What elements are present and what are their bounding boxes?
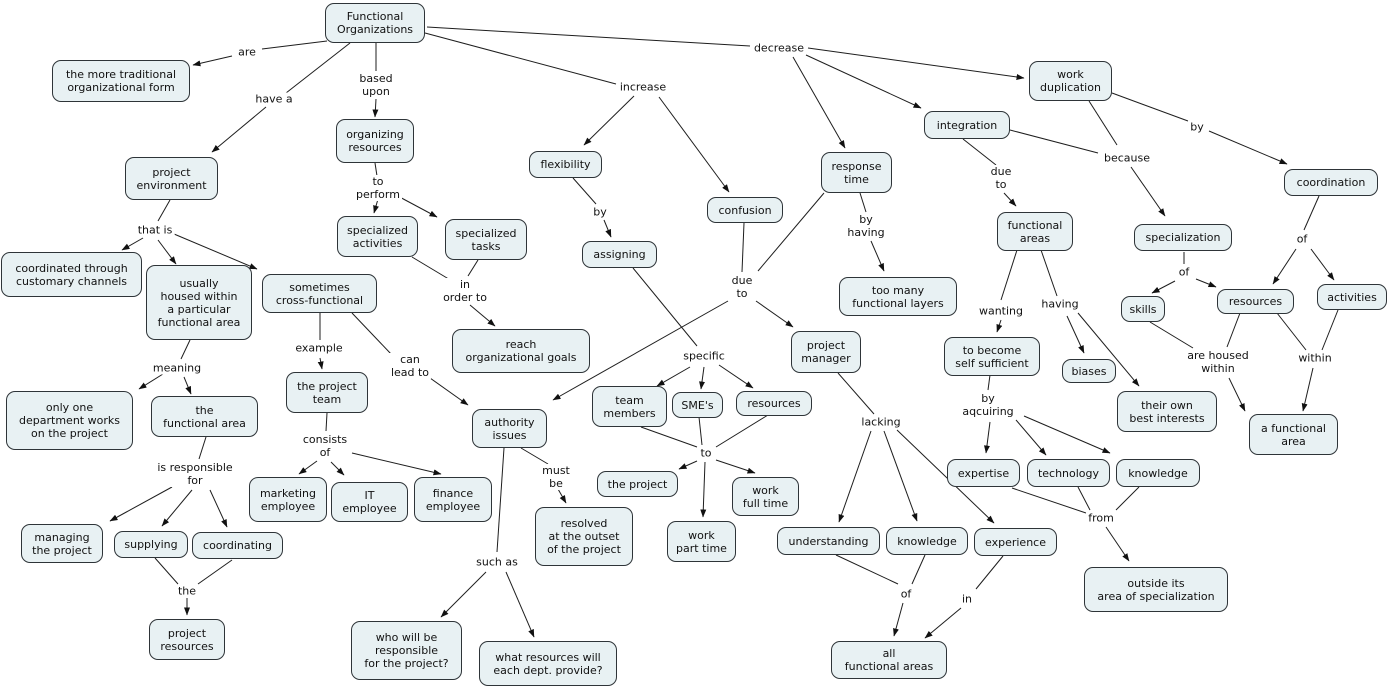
node-only-one-department[interactable]: only one department works on the project <box>6 391 133 450</box>
link-label-example[interactable]: example <box>293 341 345 355</box>
link-label-due-to-integration[interactable]: due to <box>988 165 1014 191</box>
node-work-duplication[interactable]: work duplication <box>1029 61 1112 101</box>
link-label-by-flexibility[interactable]: by <box>591 205 609 219</box>
link-label-consists-of[interactable]: consists of <box>300 433 350 459</box>
link-label-of-coordination[interactable]: of <box>1294 232 1310 246</box>
node-assigning[interactable]: assigning <box>582 241 657 268</box>
node-knowledge-right[interactable]: knowledge <box>1116 459 1200 487</box>
link-label-of-specialization[interactable]: of <box>1176 265 1192 279</box>
node-project-environment[interactable]: project environment <box>125 157 218 200</box>
node-resources-mid[interactable]: resources <box>736 391 812 416</box>
node-specialized-activities[interactable]: specialized activities <box>337 216 418 257</box>
link-label-specific[interactable]: specific <box>681 349 727 363</box>
node-activities[interactable]: activities <box>1317 284 1387 310</box>
node-resources-right[interactable]: resources <box>1217 289 1294 314</box>
node-technology[interactable]: technology <box>1027 459 1110 487</box>
node-project-resources[interactable]: project resources <box>149 619 225 660</box>
link-label-meaning[interactable]: meaning <box>150 361 204 375</box>
link-label-decrease[interactable]: decrease <box>751 41 807 55</box>
node-project-team[interactable]: the project team <box>286 372 368 413</box>
link-label-within[interactable]: within <box>1296 351 1334 365</box>
node-supplying[interactable]: supplying <box>114 531 188 558</box>
node-outside-specialization[interactable]: outside its area of specialization <box>1084 567 1228 612</box>
node-confusion[interactable]: confusion <box>707 197 783 223</box>
node-integration[interactable]: integration <box>924 111 1010 139</box>
node-specialized-tasks[interactable]: specialized tasks <box>445 219 527 260</box>
node-who-responsible[interactable]: who will be responsible for the project? <box>351 621 462 680</box>
node-understanding[interactable]: understanding <box>777 527 880 555</box>
link-label-have-a[interactable]: have a <box>253 92 295 106</box>
link-label-the[interactable]: the <box>175 584 199 598</box>
link-label-because[interactable]: because <box>1101 151 1153 165</box>
link-label-are[interactable]: are <box>236 45 258 59</box>
node-work-part-time[interactable]: work part time <box>667 521 736 562</box>
node-what-resources-provide[interactable]: what resources will each dept. provide? <box>479 641 617 686</box>
node-specialization[interactable]: specialization <box>1134 224 1232 251</box>
link-label-by-work-duplication[interactable]: by <box>1188 120 1206 134</box>
link-label-such-as[interactable]: such as <box>474 555 520 569</box>
node-functional-areas[interactable]: functional areas <box>997 212 1073 251</box>
node-response-time[interactable]: response time <box>821 152 892 193</box>
node-functional-organizations[interactable]: Functional Organizations <box>325 3 425 43</box>
node-biases[interactable]: biases <box>1062 359 1116 383</box>
link-label-in-order-to[interactable]: in order to <box>441 278 489 304</box>
node-their-own-best-interests[interactable]: their own best interests <box>1117 391 1217 432</box>
link-label-must-be[interactable]: must be <box>540 464 572 490</box>
link-label-in-experience[interactable]: in <box>959 592 975 606</box>
node-the-functional-area[interactable]: the functional area <box>151 396 258 437</box>
node-coordination[interactable]: coordination <box>1284 169 1378 196</box>
node-experience[interactable]: experience <box>974 528 1057 556</box>
node-smes[interactable]: SME's <box>672 392 723 418</box>
node-sometimes-cross-functional[interactable]: sometimes cross-functional <box>262 274 377 313</box>
node-flexibility[interactable]: flexibility <box>529 151 602 178</box>
node-coordinating[interactable]: coordinating <box>192 532 283 559</box>
node-managing-the-project[interactable]: managing the project <box>21 524 103 563</box>
link-label-lacking[interactable]: lacking <box>859 415 903 429</box>
node-more-traditional-form[interactable]: the more traditional organizational form <box>52 60 190 102</box>
node-the-project[interactable]: the project <box>597 471 678 497</box>
link-label-by-aqcuiring[interactable]: by aqcuiring <box>960 392 1016 418</box>
node-knowledge-left[interactable]: knowledge <box>886 527 968 555</box>
link-label-wanting[interactable]: wanting <box>976 304 1026 318</box>
node-reach-organizational-goals[interactable]: reach organizational goals <box>452 329 590 373</box>
node-expertise[interactable]: expertise <box>947 459 1020 487</box>
link-label-to-perform[interactable]: to perform <box>354 175 402 201</box>
node-become-self-sufficient[interactable]: to become self sufficient <box>944 337 1040 376</box>
link-label-is-responsible-for[interactable]: is responsible for <box>155 461 235 487</box>
link-label-from[interactable]: from <box>1086 511 1116 525</box>
node-a-functional-area[interactable]: a functional area <box>1249 414 1338 455</box>
link-label-having[interactable]: having <box>1039 297 1081 311</box>
node-marketing-employee[interactable]: marketing employee <box>249 477 327 522</box>
link-label-by-having[interactable]: by having <box>845 213 887 239</box>
link-label-to-project[interactable]: to <box>698 446 714 460</box>
node-too-many-layers[interactable]: too many functional layers <box>839 277 957 316</box>
link-label-based-upon[interactable]: based upon <box>357 72 395 98</box>
link-label-of-understanding[interactable]: of <box>898 587 914 601</box>
node-finance-employee[interactable]: finance employee <box>414 477 492 522</box>
link-label-are-housed-within[interactable]: are housed within <box>1185 349 1251 375</box>
node-coordinated-through-channels[interactable]: coordinated through customary channels <box>1 252 142 297</box>
link-label-can-lead-to[interactable]: can lead to <box>388 353 432 379</box>
node-project-manager[interactable]: project manager <box>791 331 861 373</box>
node-team-members[interactable]: team members <box>592 386 667 427</box>
node-organizing-resources[interactable]: organizing resources <box>336 119 414 163</box>
node-usually-housed[interactable]: usually housed within a particular funct… <box>146 265 252 340</box>
link-label-increase[interactable]: increase <box>617 80 669 94</box>
node-resolved-at-outset[interactable]: resolved at the outset of the project <box>535 507 633 566</box>
node-all-functional-areas[interactable]: all functional areas <box>831 641 947 679</box>
node-skills[interactable]: skills <box>1121 296 1165 322</box>
node-it-employee[interactable]: IT employee <box>331 482 408 522</box>
link-label-due-to-confusion[interactable]: due to <box>729 274 755 300</box>
node-authority-issues[interactable]: authority issues <box>472 409 547 448</box>
link-label-that-is[interactable]: that is <box>135 223 175 237</box>
node-work-full-time[interactable]: work full time <box>732 477 799 516</box>
